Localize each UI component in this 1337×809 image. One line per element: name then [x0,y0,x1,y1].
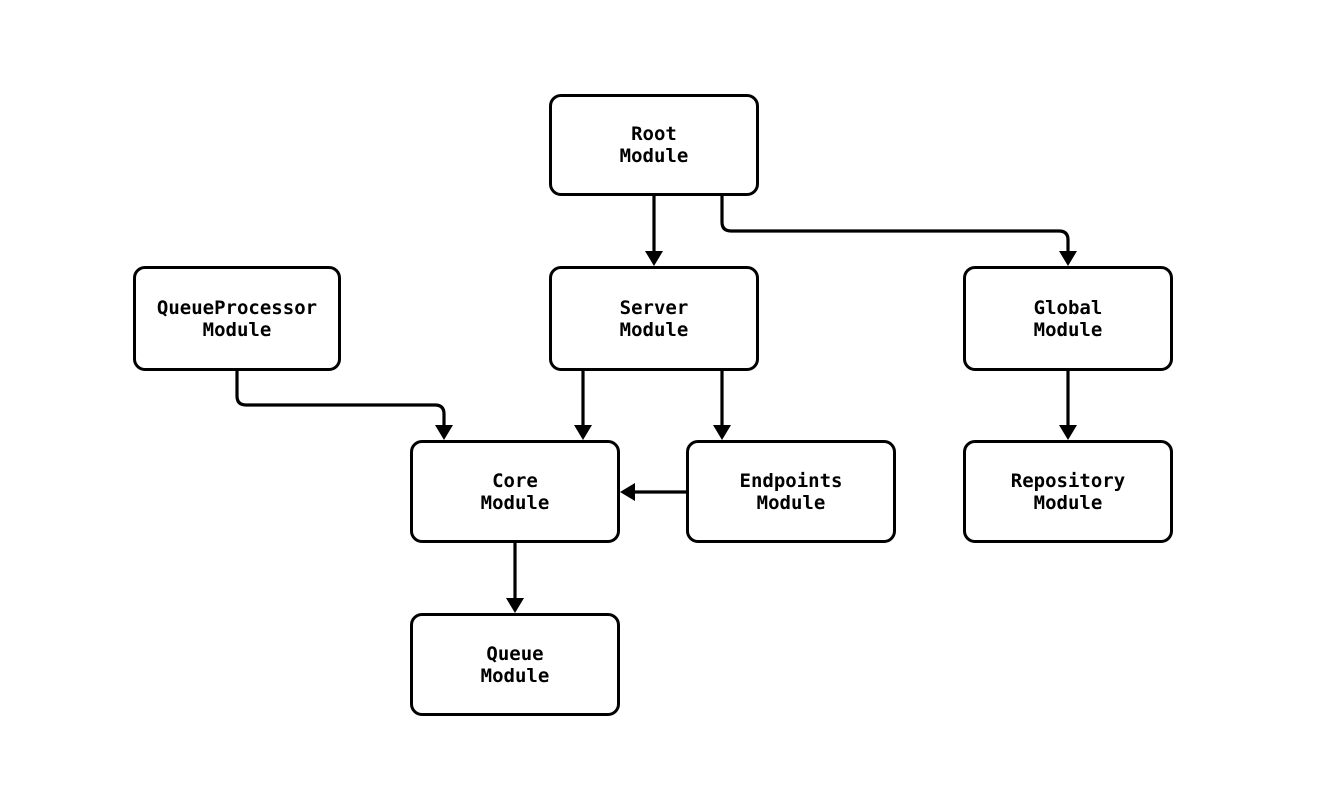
arrow-head-server-core [574,425,592,440]
arrow-head-global-repository [1059,425,1077,440]
node-endpoints[interactable]: Endpoints Module [686,440,896,543]
edge-core-queue [506,543,524,613]
arrow-head-queueprocessor-core [435,425,453,440]
node-label-endpoints: Endpoints Module [739,469,843,514]
edge-root-global [720,196,1077,266]
node-label-global: Global Module [1033,296,1103,341]
edge-line-queueprocessor-core [235,371,446,429]
node-root[interactable]: Root Module [549,94,759,196]
arrow-head-server-endpoints [713,425,731,440]
edge-root-server [645,196,663,266]
node-repository[interactable]: Repository Module [963,440,1173,543]
node-queueprocessor[interactable]: QueueProcessor Module [133,266,341,371]
arrow-head-root-global [1059,251,1077,266]
arrow-head-endpoints-core [620,483,635,501]
node-core[interactable]: Core Module [410,440,620,543]
edge-server-endpoints [713,371,731,440]
node-label-server: Server Module [619,296,689,341]
edge-server-core [574,371,592,440]
edge-queueprocessor-core [235,371,453,440]
node-label-repository: Repository Module [1010,469,1126,514]
edge-endpoints-core [620,483,686,501]
edge-global-repository [1059,371,1077,440]
node-label-root: Root Module [619,123,689,167]
node-label-core: Core Module [480,469,550,514]
node-global[interactable]: Global Module [963,266,1173,371]
arrow-head-root-server [645,251,663,266]
node-label-queueprocessor: QueueProcessor Module [156,296,318,341]
edge-line-root-global [720,196,1070,255]
arrow-head-core-queue [506,598,524,613]
node-label-queue: Queue Module [480,642,550,687]
node-server[interactable]: Server Module [549,266,759,371]
node-queue[interactable]: Queue Module [410,613,620,716]
